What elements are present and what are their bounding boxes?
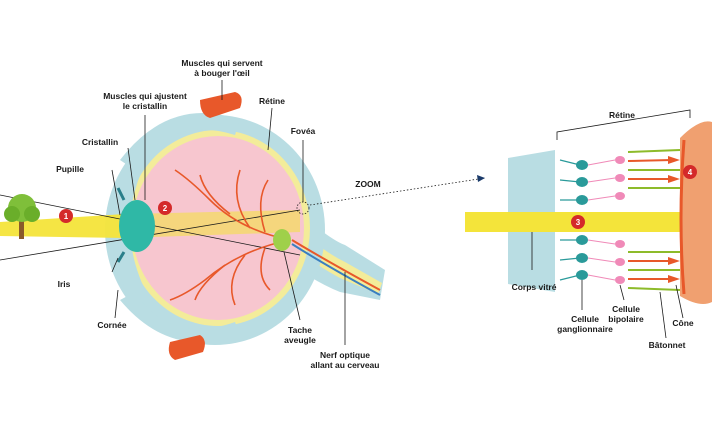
leader-retine <box>267 107 273 151</box>
label-muscles-bouger-1: Muscles qui servent <box>181 58 262 68</box>
epithelium-edge <box>679 139 686 295</box>
svg-text:3: 3 <box>576 218 581 227</box>
retina-bracket <box>556 109 691 140</box>
leader-batonnet <box>659 291 667 339</box>
svg-text:1: 1 <box>64 212 69 221</box>
label-cornee: Cornée <box>97 320 127 330</box>
marker-4: 4 <box>683 165 697 179</box>
tree-icon <box>4 194 40 239</box>
svg-text:4: 4 <box>688 168 693 177</box>
iris <box>116 187 126 263</box>
leader-pupille <box>111 169 121 216</box>
label-nerf-2: allant au cerveau <box>311 360 380 370</box>
optic-disc <box>273 229 291 251</box>
leader-cone <box>675 284 684 319</box>
label-muscles-ajustent-2: le cristallin <box>123 101 167 111</box>
label-retine-right: Rétine <box>609 110 635 120</box>
leader-bipolaire <box>619 284 625 301</box>
label-zoom: ZOOM <box>355 179 381 189</box>
label-cristallin: Cristallin <box>82 137 118 147</box>
eye-cross-section: 1 2 Muscles qui servent à bouger l'œil M… <box>0 58 385 370</box>
blood-vessels <box>169 169 291 306</box>
zoom-arrow: ZOOM <box>309 175 486 206</box>
bipolar-cells <box>615 156 625 284</box>
muscle-bottom <box>168 335 205 360</box>
label-tache-1: Tache <box>288 325 312 335</box>
svg-text:2: 2 <box>163 204 168 213</box>
label-ganglionnaire-1: Cellule <box>571 314 599 324</box>
marker-1: 1 <box>59 209 73 223</box>
muscle-top <box>200 92 242 118</box>
label-muscles-bouger-2: à bouger l'œil <box>194 68 249 78</box>
label-batonnet: Bâtonnet <box>649 340 686 350</box>
label-nerf-1: Nerf optique <box>320 350 370 360</box>
label-bipolaire-1: Cellule <box>612 304 640 314</box>
retina-zoom: Rétine 3 4 Corps vitré Cellule ganglionn… <box>465 109 712 350</box>
label-tache-2: aveugle <box>284 335 316 345</box>
label-corps-vitre: Corps vitré <box>512 282 557 292</box>
nerve-fibres <box>291 239 381 291</box>
label-iris: Iris <box>58 279 71 289</box>
label-muscles-ajustent-1: Muscles qui ajustent <box>103 91 187 101</box>
marker-2: 2 <box>158 201 172 215</box>
leader-iris <box>111 257 119 273</box>
label-fovea: Fovéa <box>291 126 316 136</box>
label-cone: Cône <box>672 318 694 328</box>
label-bipolaire-2: bipolaire <box>608 314 644 324</box>
ciliary-upper <box>120 113 240 170</box>
bipolar-connections <box>587 159 616 281</box>
leader-tache <box>283 251 301 321</box>
lens <box>119 200 155 252</box>
leader-cornee <box>114 289 119 319</box>
nerve-fibres-blue <box>291 243 381 296</box>
ganglion-cell-bodies <box>576 160 588 280</box>
label-pupille: Pupille <box>56 164 84 174</box>
leader-cristallin <box>127 147 136 201</box>
marker-3: 3 <box>571 215 585 229</box>
label-ganglionnaire-2: ganglionnaire <box>557 324 613 334</box>
ganglion-cells <box>559 159 581 281</box>
label-retine-left: Rétine <box>259 96 285 106</box>
photoreceptors <box>627 149 681 291</box>
ciliary-lower <box>120 292 240 343</box>
